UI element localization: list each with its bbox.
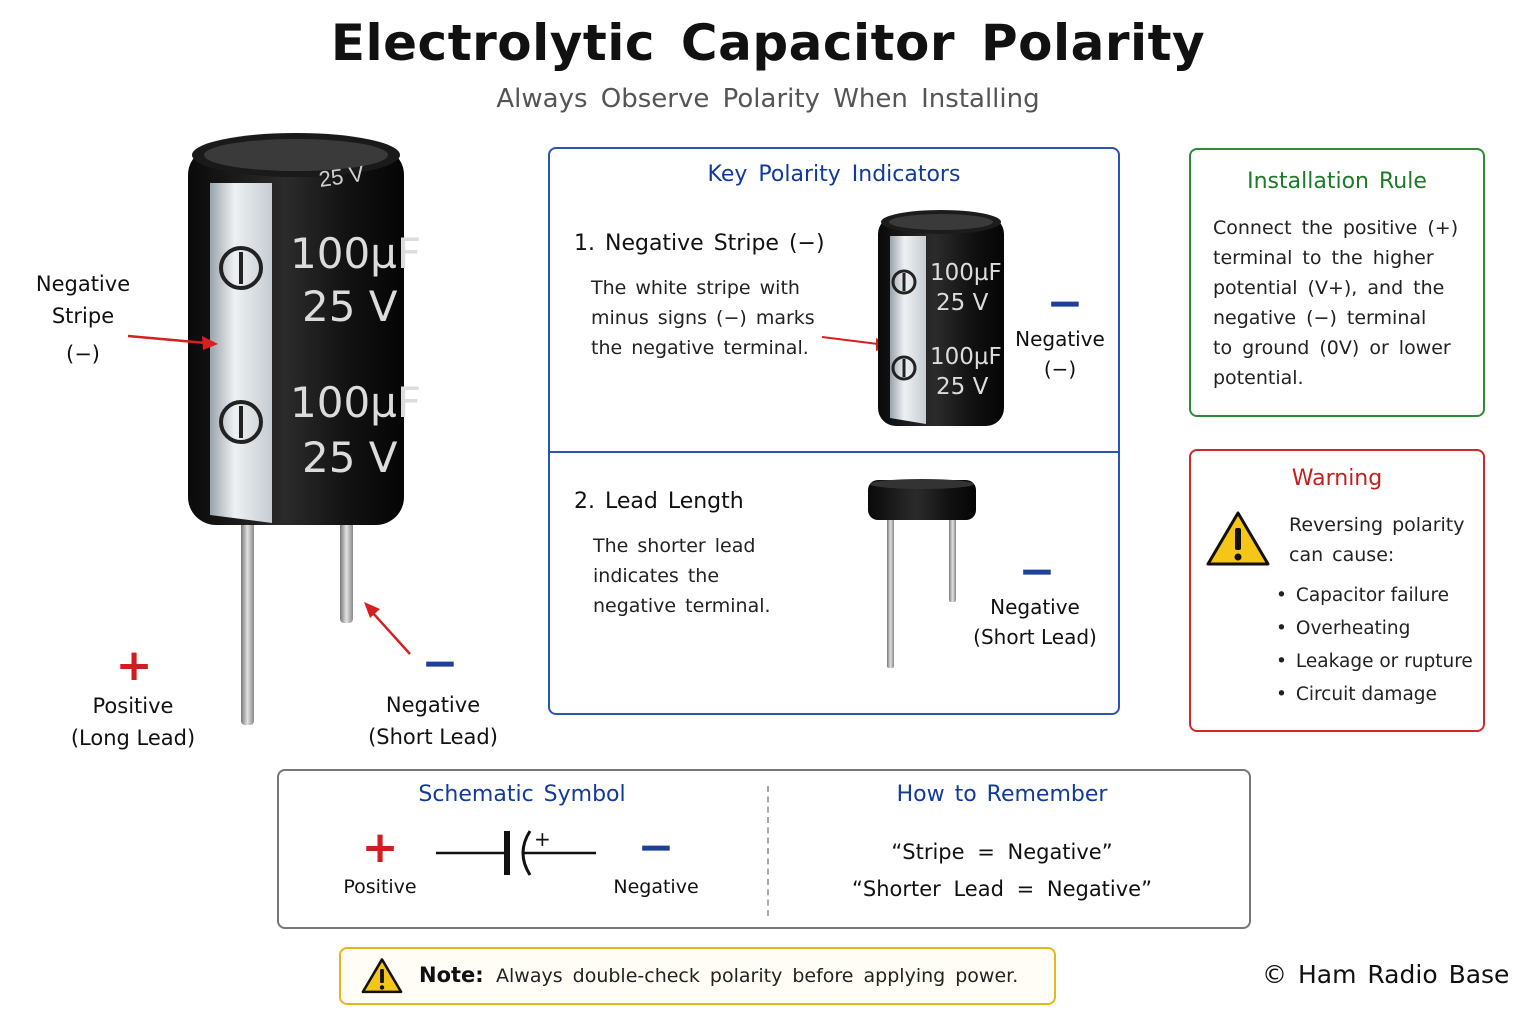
list-item: Capacitor failure bbox=[1276, 579, 1476, 612]
stripe-label: Negative Stripe (−) bbox=[35, 272, 131, 366]
minus-circle-icon bbox=[219, 400, 263, 444]
negative-symbol: − bbox=[421, 638, 459, 689]
key-indicators-panel bbox=[548, 147, 1120, 715]
positive-symbol: + bbox=[361, 822, 399, 873]
positive-symbol: + bbox=[115, 640, 153, 691]
page-subtitle: Always Observe Polarity When Installing bbox=[496, 84, 1040, 114]
installation-rule-text: Connect the positive (+) terminal to the… bbox=[1213, 217, 1459, 389]
minus-circle-icon bbox=[891, 355, 917, 381]
voltage-marking: 25 V bbox=[302, 282, 398, 331]
warning-heading: Warning bbox=[1291, 466, 1383, 491]
voltage-marking: 25 V bbox=[302, 433, 398, 482]
short-lead bbox=[340, 515, 353, 623]
warning-panel bbox=[1189, 449, 1485, 732]
list-item: Circuit damage bbox=[1276, 678, 1476, 711]
copyright: © Ham Radio Base bbox=[1262, 960, 1510, 989]
minus-circle-icon bbox=[219, 246, 263, 290]
schematic-negative-label: Negative bbox=[613, 876, 699, 898]
capacitance-marking: 100µF bbox=[290, 378, 420, 427]
positive-lead-label: Positive (Long Lead) bbox=[70, 694, 196, 750]
long-lead bbox=[241, 515, 254, 725]
remember-heading: How to Remember bbox=[896, 782, 1108, 807]
schematic-positive-label: Positive bbox=[343, 876, 417, 898]
note-label: Note: bbox=[419, 963, 484, 987]
negative-lead-label: Negative (Short Lead) bbox=[368, 693, 498, 749]
plate-plus-sign: + bbox=[534, 827, 551, 851]
capacitance-marking: 100µF bbox=[290, 229, 420, 278]
small-capacitor-illustration: 100µF 25 V 100µF 25 V bbox=[878, 210, 1004, 426]
note-text: Always double-check polarity before appl… bbox=[496, 965, 1019, 987]
warning-triangle-icon bbox=[1206, 511, 1270, 566]
minus-circle-icon bbox=[891, 269, 917, 295]
note-banner bbox=[339, 947, 1056, 1005]
schematic-remember-panel bbox=[277, 769, 1251, 929]
side-view-capacitor-illustration bbox=[868, 479, 976, 668]
list-item: Leakage or rupture bbox=[1276, 645, 1476, 678]
installation-rule-panel bbox=[1189, 148, 1485, 417]
remember-mnemonics: “Stripe = Negative” “Shorter Lead = Nega… bbox=[852, 840, 1152, 901]
short-lead bbox=[949, 516, 956, 602]
stripe-indicator-body: The white stripe with minus signs (−) ma… bbox=[591, 277, 815, 359]
stripe-indicator-heading: 1. Negative Stripe (−) bbox=[574, 231, 825, 256]
warning-triangle-icon bbox=[361, 958, 403, 994]
page-title: Electrolytic Capacitor Polarity bbox=[330, 14, 1206, 72]
warning-list: Capacitor failure Overheating Leakage or… bbox=[1276, 579, 1476, 711]
lead-indicator-heading: 2. Lead Length bbox=[574, 489, 744, 514]
negative-symbol: − bbox=[1046, 278, 1084, 329]
voltage-marking: 25 V bbox=[936, 290, 989, 316]
installation-rule-heading: Installation Rule bbox=[1247, 169, 1427, 194]
negative-symbol: − bbox=[637, 822, 675, 873]
list-item: Overheating bbox=[1276, 612, 1476, 645]
key-indicators-heading: Key Polarity Indicators bbox=[707, 162, 961, 187]
schematic-heading: Schematic Symbol bbox=[418, 782, 626, 807]
red-arrow-icon bbox=[364, 602, 411, 655]
lead-negative-label: Negative (Short Lead) bbox=[973, 595, 1097, 649]
red-arrow-icon bbox=[127, 334, 218, 350]
lead-indicator-body: The shorter lead indicates the negative … bbox=[593, 535, 771, 617]
long-lead bbox=[887, 516, 894, 668]
capacitor-schematic-symbol: + bbox=[436, 827, 596, 876]
panel-divider bbox=[767, 786, 769, 916]
voltage-marking: 25 V bbox=[936, 374, 989, 400]
warning-intro: Reversing polarity can cause: bbox=[1289, 514, 1465, 566]
stripe-negative-label: Negative (−) bbox=[1015, 327, 1105, 381]
capacitance-marking: 100µF bbox=[930, 260, 1002, 286]
negative-stripe bbox=[210, 183, 272, 523]
panel-divider bbox=[550, 451, 1118, 453]
negative-symbol: − bbox=[1018, 546, 1056, 597]
capacitor-illustration: 25 V 100µF 25 V 100µF 25 V bbox=[188, 133, 420, 725]
capacitance-marking: 100µF bbox=[930, 344, 1002, 370]
